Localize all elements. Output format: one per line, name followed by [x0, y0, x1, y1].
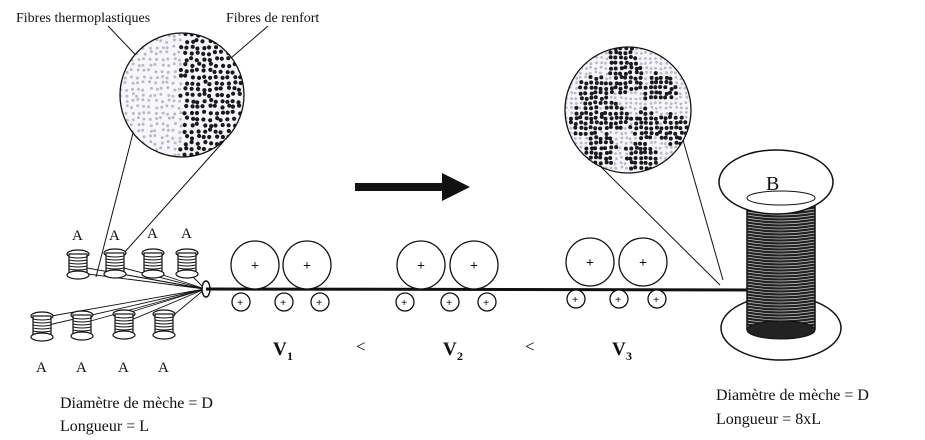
roller-plus-mark: +	[316, 297, 322, 309]
right-zoom-cross-section	[564, 46, 724, 286]
bobbin-label-a: A	[36, 360, 47, 376]
bobbin-label-a: A	[181, 226, 192, 242]
bobbin-creel: A A A A A A A A	[30, 226, 199, 376]
bottom-roller-6	[477, 292, 497, 312]
roller-plus-mark: +	[280, 297, 286, 309]
speed-v3-subscript: 3	[626, 349, 632, 363]
top-roller-4	[449, 240, 499, 290]
top-roller-3	[396, 240, 446, 290]
roller-plus-mark: +	[303, 259, 311, 274]
drafting-rollers-bottom: + + + + + + + + +	[231, 289, 667, 312]
bobbin-8: A	[152, 309, 176, 376]
top-roller-2	[282, 240, 332, 290]
bobbin-1: A	[66, 228, 90, 280]
roller-plus-mark: +	[251, 259, 259, 274]
svg-text:V: V	[443, 339, 457, 360]
roller-plus-mark: +	[401, 297, 407, 309]
bottom-roller-2	[274, 292, 294, 312]
take-up-spool: B	[718, 149, 842, 361]
left-length-caption: Longueur = L	[60, 418, 149, 435]
right-diameter-caption: Diamètre de mèche = D	[716, 387, 869, 404]
bobbin-label-a: A	[109, 228, 120, 244]
speed-v3-letter: V	[612, 339, 626, 360]
bobbin-label-a: A	[76, 360, 87, 376]
top-roller-6	[618, 237, 668, 287]
speed-v1-subscript: 1	[287, 349, 293, 363]
bobbin-7: A	[112, 309, 136, 376]
drafting-rollers-top: + + + + + +	[230, 237, 668, 290]
bottom-roller-9	[647, 289, 667, 309]
bobbin-label-a: A	[147, 226, 158, 242]
roller-plus-mark: +	[653, 294, 659, 306]
roller-plus-mark: +	[615, 294, 621, 306]
bobbin-label-a: A	[72, 228, 83, 244]
spool-label-b: B	[766, 173, 779, 195]
bobbin-label-a: A	[118, 360, 129, 376]
speed-v2: V 2	[443, 339, 463, 363]
bobbin-label-a: A	[158, 360, 169, 376]
direction-arrow	[355, 173, 470, 201]
speed-v3: V 3	[612, 339, 632, 363]
bottom-roller-7	[566, 289, 586, 309]
bobbin-4: A	[175, 226, 199, 279]
svg-text:V: V	[273, 339, 287, 360]
less-than-1: <	[356, 337, 366, 356]
bobbin-3: A	[141, 226, 165, 279]
speed-v2-letter: V	[443, 339, 457, 360]
bottom-roller-4	[395, 292, 415, 312]
roller-plus-mark: +	[237, 297, 243, 309]
bottom-roller-3	[310, 292, 330, 312]
right-length-caption: Longueur = 8xL	[716, 411, 821, 428]
less-than-2: <	[525, 337, 535, 356]
roller-plus-mark: +	[483, 297, 489, 309]
speed-v1: V 1	[273, 339, 293, 363]
left-diameter-caption: Diamètre de mèche = D	[60, 395, 213, 412]
bobbin-6: A	[70, 310, 94, 376]
bobbin-2: A	[103, 228, 127, 279]
svg-text:V: V	[612, 339, 626, 360]
bottom-roller-5	[440, 292, 460, 312]
speed-v2-subscript: 2	[457, 349, 463, 363]
bottom-roller-1	[231, 292, 251, 312]
thermoplastic-fibres-label: Fibres thermoplastiques	[16, 11, 150, 26]
bobbin-5: A	[30, 311, 54, 376]
speed-v1-letter: V	[273, 339, 287, 360]
roller-plus-mark: +	[572, 294, 578, 306]
bottom-roller-8	[609, 289, 629, 309]
roller-plus-mark: +	[417, 259, 425, 274]
roller-plus-mark: +	[586, 256, 594, 271]
top-roller-5	[565, 237, 615, 287]
top-roller-1	[230, 240, 280, 290]
reinforcement-fibres-label: Fibres de renfort	[226, 11, 319, 26]
roller-plus-mark: +	[446, 297, 452, 309]
roller-plus-mark: +	[470, 259, 478, 274]
roller-plus-mark: +	[639, 256, 647, 271]
roving-line	[205, 287, 781, 292]
